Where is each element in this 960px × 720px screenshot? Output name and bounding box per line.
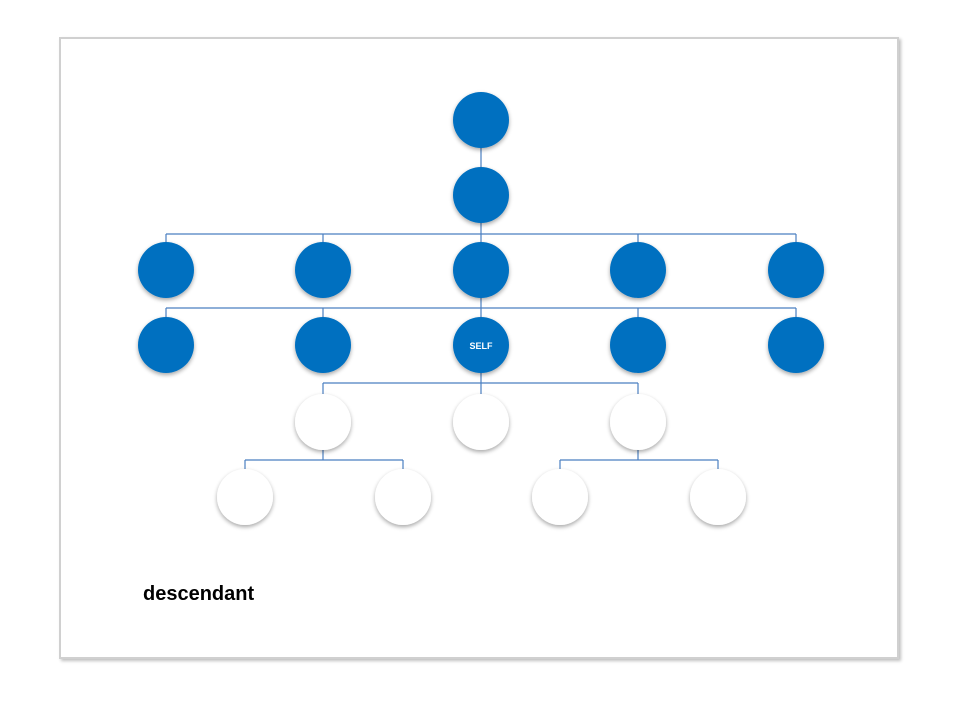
grandchild-node [532, 469, 588, 525]
sibling-cousin-node [138, 317, 194, 373]
sibling-cousin-node [610, 317, 666, 373]
connector-lines [165, 147, 797, 470]
ancestor-nodes [138, 92, 824, 373]
grandchild-node [690, 469, 746, 525]
child-node [610, 394, 666, 450]
parent-generation-node [453, 242, 509, 298]
grandchild-node [375, 469, 431, 525]
descendant-nodes [217, 394, 746, 525]
caption-descendant: descendant [143, 583, 255, 605]
parent-generation-node [295, 242, 351, 298]
grandparent-node [453, 167, 509, 223]
parent-generation-node [138, 242, 194, 298]
sibling-cousin-node [295, 317, 351, 373]
sibling-cousin-node [768, 317, 824, 373]
grandchild-node [217, 469, 273, 525]
child-node [453, 394, 509, 450]
child-node [295, 394, 351, 450]
great-grandparent-node [453, 92, 509, 148]
self-node [453, 317, 509, 373]
self-label: SELF [469, 341, 493, 351]
parent-generation-node [768, 242, 824, 298]
parent-generation-node [610, 242, 666, 298]
